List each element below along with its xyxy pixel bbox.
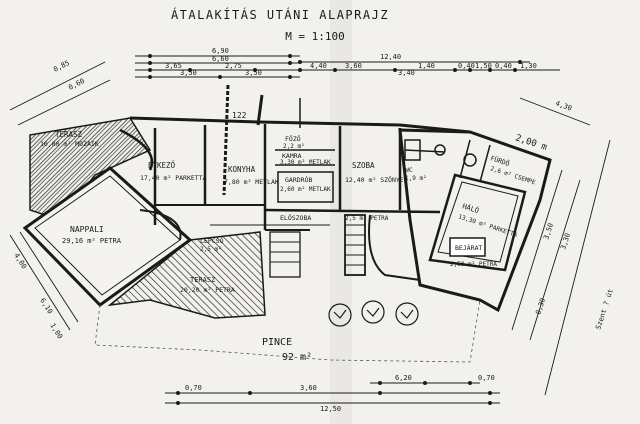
dimension-labels-bottom: 0,70 3,60 6,20 12,50 0,70 bbox=[185, 374, 495, 413]
bay-curve bbox=[119, 128, 154, 171]
room-area-pince: 92 m² bbox=[282, 352, 312, 363]
svg-text:2,75: 2,75 bbox=[225, 62, 242, 70]
svg-text:12,50: 12,50 bbox=[320, 405, 341, 413]
tree-symbols bbox=[328, 300, 419, 327]
svg-text:6,20: 6,20 bbox=[395, 374, 412, 382]
room-area-terasz2: 20,20 m² PETRA bbox=[180, 286, 235, 294]
dimension-lines-top bbox=[135, 55, 560, 78]
dimension-lines-diagonal-left bbox=[9, 61, 111, 331]
svg-text:3,50: 3,50 bbox=[180, 69, 197, 77]
halo-inner bbox=[437, 181, 519, 263]
svg-text:3,65: 3,65 bbox=[165, 62, 182, 70]
svg-text:0,70: 0,70 bbox=[478, 374, 495, 382]
svg-text:1,50: 1,50 bbox=[475, 62, 492, 70]
room-area-konyha: 7,80 m² METLAK bbox=[224, 178, 279, 186]
room-area-szoba: 12,40 m² SZŐNYEG bbox=[345, 175, 408, 184]
room-area-gardrob: 2,60 m² METLAK bbox=[280, 186, 331, 193]
halo-walls bbox=[428, 173, 527, 272]
room-area-eloszoba: 2,5 m² PETRA bbox=[345, 215, 389, 222]
room-name-kamra: KAMRA bbox=[282, 152, 302, 160]
room-area-bejarat: 2,50 m² PETRA bbox=[450, 261, 497, 268]
room-name-szoba: SZOBA bbox=[352, 161, 375, 170]
svg-text:4,40: 4,40 bbox=[310, 62, 327, 70]
svg-text:3,60: 3,60 bbox=[300, 384, 317, 392]
entry-curve bbox=[368, 214, 421, 281]
room-name-terasz: TERASZ bbox=[55, 130, 83, 139]
right-wing-details bbox=[404, 139, 491, 257]
room-name-pince: PINCE bbox=[262, 337, 292, 348]
svg-text:3,50: 3,50 bbox=[245, 69, 262, 77]
svg-text:0,40: 0,40 bbox=[495, 62, 512, 70]
sheet-title: ÁTALAKÍTÁS UTÁNI ALAPRAJZ bbox=[171, 7, 389, 22]
svg-text:6,90: 6,90 bbox=[212, 47, 229, 55]
svg-text:1,30: 1,30 bbox=[520, 62, 537, 70]
room-area-fozo: 2,2 m² bbox=[283, 143, 305, 150]
room-name-bejarat: BEJÁRAT bbox=[455, 243, 482, 252]
room-area-lepcso: 2,5 m² bbox=[200, 246, 222, 253]
room-name-eloszoba: ELŐSZOBA bbox=[280, 213, 311, 222]
nappali-door-curve bbox=[139, 209, 182, 241]
room-name-fozo: FŐZŐ bbox=[285, 134, 301, 143]
room-name-konyha: KONYHA bbox=[228, 165, 256, 174]
dimension-lines-right bbox=[511, 97, 611, 396]
room-area-wc: 1,9 m² bbox=[405, 175, 427, 182]
room-name-lepcso: LÉPCSŐ bbox=[200, 236, 224, 245]
svg-text:3,60: 3,60 bbox=[345, 62, 362, 70]
room-name-gardrob: GARDRÓB bbox=[285, 175, 312, 184]
dimension-ticks-bottom bbox=[176, 381, 492, 405]
svg-text:6,60: 6,60 bbox=[212, 55, 229, 63]
sheet-scale: M = 1:100 bbox=[285, 30, 345, 43]
right-wing-walls bbox=[398, 128, 552, 313]
svg-text:3,40: 3,40 bbox=[398, 69, 415, 77]
room-area-kamra: 3,30 m² METLAK bbox=[280, 159, 331, 166]
top-label: 122 bbox=[232, 111, 247, 120]
dimension-ticks-top bbox=[148, 54, 522, 79]
pince-outline bbox=[94, 299, 481, 363]
main-walls bbox=[129, 116, 471, 231]
chimney-line bbox=[256, 94, 264, 126]
svg-text:12,40: 12,40 bbox=[380, 53, 401, 61]
room-name-etkezo: ÉTKEZŐ bbox=[148, 161, 176, 170]
load-wall-dashed bbox=[222, 84, 230, 196]
room-area-terasz: 10,80 m² MOZAIK bbox=[40, 140, 99, 148]
dimension-labels-top: 6,90 6,60 3,65 2,75 3,50 3,50 12,40 4,40… bbox=[165, 47, 537, 77]
svg-text:0,40: 0,40 bbox=[458, 62, 475, 70]
svg-text:1,40: 1,40 bbox=[418, 62, 435, 70]
svg-text:0,70: 0,70 bbox=[185, 384, 202, 392]
terasz2-hatch bbox=[107, 231, 266, 319]
room-name-terasz2: TERASZ bbox=[190, 276, 215, 284]
room-name-nappali: NAPPALI bbox=[70, 225, 104, 234]
room-name-wc: WC bbox=[405, 166, 413, 174]
room-area-nappali: 29,16 m² PETRA bbox=[62, 237, 122, 245]
room-area-etkezo: 17,40 m² PARKETTA bbox=[140, 174, 207, 182]
stairs bbox=[269, 214, 366, 278]
